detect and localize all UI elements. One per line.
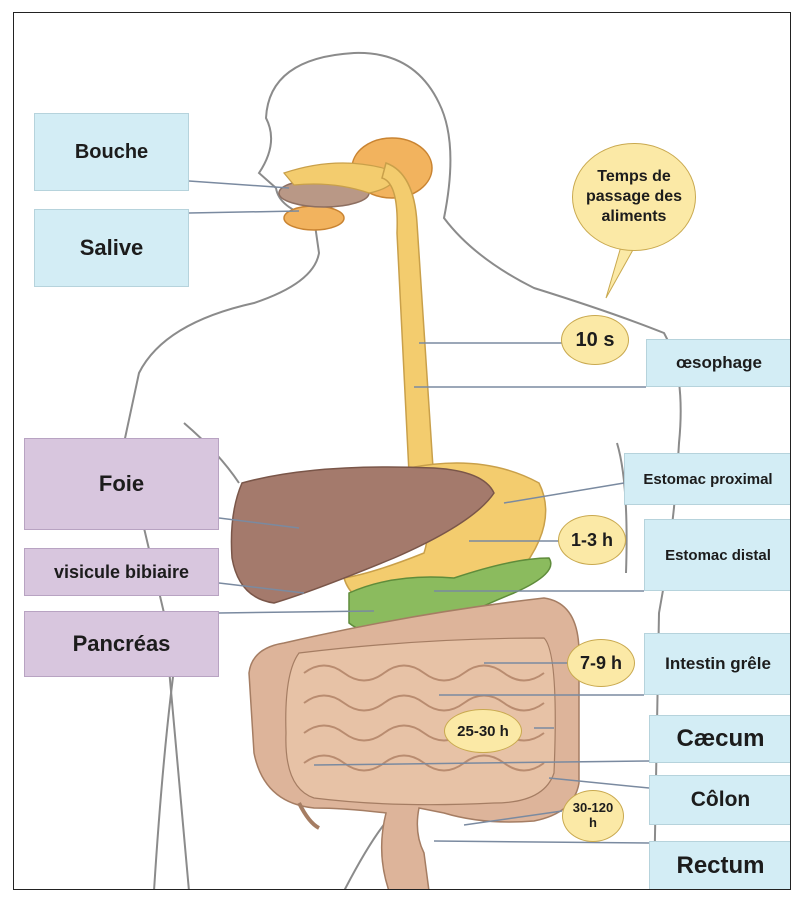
leader-salive — [189, 211, 299, 213]
leader-bouche — [189, 181, 289, 188]
speech-bubble-tail — [606, 243, 634, 298]
time-intestin-grele: 7-9 h — [567, 639, 635, 687]
time-rectum-line-1: 30-120 — [573, 801, 613, 816]
transit-title-line-1: Temps de — [597, 167, 671, 187]
label-foie: Foie — [24, 438, 219, 530]
label-colon: Côlon — [649, 775, 791, 825]
transit-time-title: Temps de passage des aliments — [572, 143, 696, 251]
label-pancreas: Pancréas — [24, 611, 219, 677]
label-bouche: Bouche — [34, 113, 189, 191]
label-oesophage: œsophage — [646, 339, 791, 387]
label-caecum: Cæcum — [649, 715, 791, 763]
transit-title-line-3: aliments — [602, 207, 667, 227]
leader-rectum — [434, 841, 649, 843]
label-rectum: Rectum — [649, 841, 791, 890]
salivary-gland-small — [284, 206, 344, 230]
time-oesophage: 10 s — [561, 315, 629, 365]
esophagus — [382, 163, 434, 483]
label-intestin-grele: Intestin grêle — [644, 633, 791, 695]
diagram-frame: Bouche Salive Foie visicule bibiaire Pan… — [13, 12, 791, 890]
time-colon: 25-30 h — [444, 709, 522, 753]
label-salive: Salive — [34, 209, 189, 287]
time-estomac: 1-3 h — [558, 515, 626, 565]
time-rectum: 30-120 h — [562, 790, 624, 842]
label-estomac-distal: Estomac distal — [644, 519, 791, 591]
transit-title-line-2: passage des — [586, 187, 682, 207]
label-vesicule: visicule bibiaire — [24, 548, 219, 596]
time-rectum-line-2: h — [589, 816, 597, 831]
label-estomac-proximal: Estomac proximal — [624, 453, 791, 505]
